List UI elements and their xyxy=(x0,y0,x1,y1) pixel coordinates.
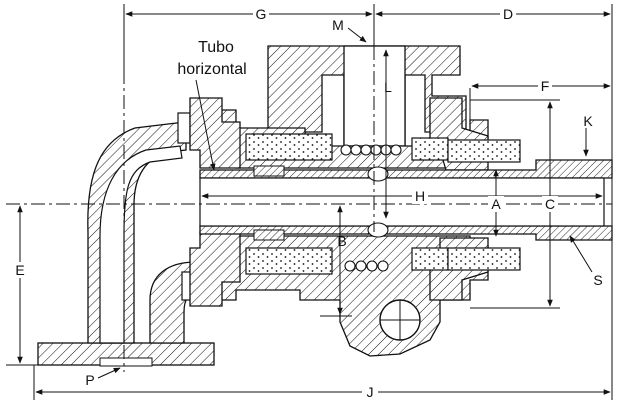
leader-horizontal-tube xyxy=(195,79,216,171)
label-k: K xyxy=(583,113,593,129)
packing-lower-mid xyxy=(411,247,449,271)
label-g: G xyxy=(256,6,267,22)
label-d: D xyxy=(503,6,513,22)
leader-p xyxy=(97,367,121,379)
pipe-port-upper xyxy=(367,166,389,182)
label-c: C xyxy=(545,196,555,212)
label-l: L xyxy=(384,79,392,95)
packing-upper-mid xyxy=(411,137,449,161)
left-gland-upper xyxy=(189,97,241,169)
packing-lower-left xyxy=(245,247,333,275)
bottom-port-p xyxy=(99,357,153,367)
elbow-inner-passage xyxy=(99,145,183,344)
pipe-port-lower xyxy=(367,222,389,238)
label-s: S xyxy=(593,272,602,288)
seal-ring-lower xyxy=(253,229,285,241)
label-p: P xyxy=(85,372,94,388)
elbow-bolt-upper xyxy=(177,112,191,144)
label-m: M xyxy=(332,17,344,33)
label-h: H xyxy=(415,188,425,204)
label-e: E xyxy=(15,262,24,278)
seal-ring-upper xyxy=(253,165,285,177)
spring-lower xyxy=(344,260,389,272)
label-f: F xyxy=(541,78,550,94)
leader-m xyxy=(347,27,367,43)
packing-upper-left xyxy=(245,133,333,161)
left-gland-lower xyxy=(189,231,241,307)
packing-lower-right xyxy=(447,247,521,271)
label-background xyxy=(12,6,558,400)
annotation-line-2: horizontal xyxy=(177,61,246,78)
label-a: A xyxy=(491,196,501,212)
leader-s xyxy=(569,235,593,273)
label-j: J xyxy=(367,384,374,400)
elbow-body xyxy=(37,112,227,367)
annotation-line-1: Tubo xyxy=(198,39,234,56)
packing-upper-right xyxy=(447,139,521,163)
label-b: B xyxy=(337,233,346,249)
rotor-pipe xyxy=(199,159,613,241)
pipe-bore xyxy=(199,177,605,227)
